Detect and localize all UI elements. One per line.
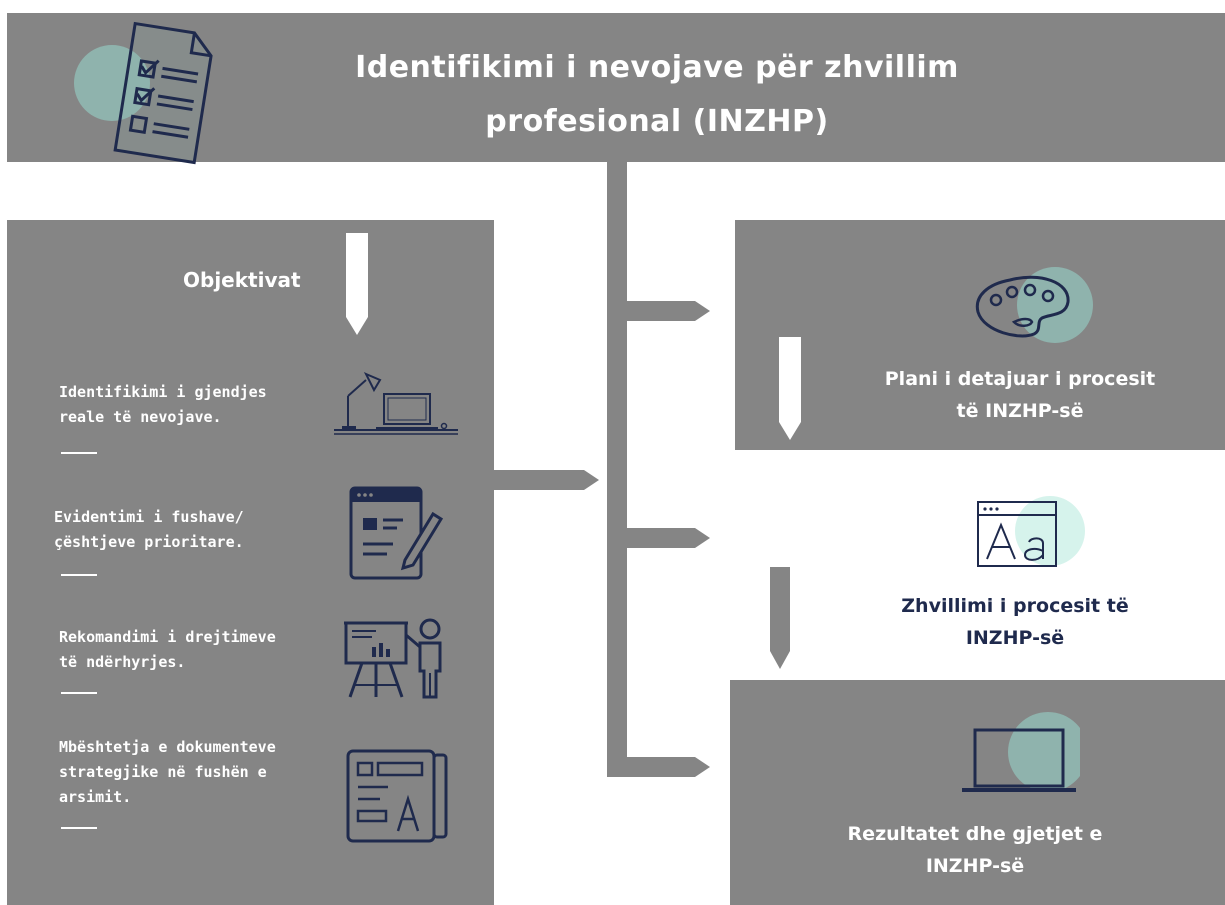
step-results-line-2: INZHP-së xyxy=(925,855,1025,877)
palette-icon xyxy=(975,267,1093,343)
objectives-heading: Objektivat xyxy=(183,268,301,292)
objective-divider xyxy=(61,452,97,454)
step-results-box: Rezultatet dhe gjetjet e INZHP-së xyxy=(730,680,1225,905)
down-arrow-icon xyxy=(770,567,790,669)
objective-item-4: Mbështetja e dokumenteve strategjike në … xyxy=(59,735,276,810)
step-development-line-1: Zhvillimi i procesit të xyxy=(901,595,1129,617)
step-plan-line-1: Plani i detajuar i procesit xyxy=(884,368,1156,390)
step-plan-line-2: të INZHP-së xyxy=(956,400,1084,422)
objective-3-line-1: Rekomandimi i drejtimeve xyxy=(59,628,276,646)
desk-lamp-laptop-icon xyxy=(334,372,458,435)
checklist-icon xyxy=(74,21,213,165)
laptop-icon xyxy=(962,712,1080,792)
step-development-line-2: INZHP-së xyxy=(965,627,1065,649)
objective-2-line-1: Evidentimi i fushave/ xyxy=(54,508,244,526)
objective-1-line-2: reale të nevojave. xyxy=(59,408,222,426)
objectives-panel: Objektivat Identifikimi i gjendjes reale… xyxy=(7,220,494,905)
down-arrow-icon xyxy=(779,337,801,440)
arrow-to-plan xyxy=(617,301,710,321)
font-window-icon xyxy=(977,496,1085,567)
objective-divider xyxy=(61,574,97,576)
objective-4-line-2: strategjike në fushën e xyxy=(59,763,267,781)
objective-2-line-2: çështjeve prioritare. xyxy=(54,533,244,551)
objective-3-line-2: të ndërhyrjes. xyxy=(59,653,186,671)
down-arrow-icon xyxy=(346,233,368,335)
title-line-1: Identifikimi i nevojave për zhvillim xyxy=(355,50,959,85)
presenter-easel-icon xyxy=(344,618,442,699)
step-development-label: Zhvillimi i procesit të INZHP-së xyxy=(830,590,1200,654)
arrow-from-objectives xyxy=(494,470,599,490)
objective-item-2: Evidentimi i fushave/ çështjeve priorita… xyxy=(54,505,244,555)
objective-divider xyxy=(61,827,97,829)
title-banner: Identifikimi i nevojave për zhvillim pro… xyxy=(7,13,1225,165)
central-connector-line xyxy=(607,162,627,777)
objective-4-line-1: Mbështetja e dokumenteve xyxy=(59,738,276,756)
arrow-to-development xyxy=(617,528,710,548)
step-results-label: Rezultatet dhe gjetjet e INZHP-së xyxy=(790,818,1160,882)
objective-4-line-3: arsimit. xyxy=(59,788,132,806)
objective-item-1: Identifikimi i gjendjes reale të nevojav… xyxy=(59,380,267,430)
page-title: Identifikimi i nevojave për zhvillim pro… xyxy=(307,41,1007,149)
objective-item-3: Rekomandimi i drejtimeve të ndërhyrjes. xyxy=(59,625,276,675)
title-line-2: profesional (INZHP) xyxy=(485,104,829,139)
arrow-to-results xyxy=(617,757,710,777)
objective-1-line-1: Identifikimi i gjendjes xyxy=(59,383,267,401)
step-results-line-1: Rezultatet dhe gjetjet e xyxy=(847,823,1103,845)
document-pen-icon xyxy=(349,486,444,580)
objective-divider xyxy=(61,692,97,694)
step-plan-label: Plani i detajuar i procesit të INZHP-së xyxy=(835,363,1205,427)
newspaper-icon xyxy=(346,749,448,843)
step-plan-box: Plani i detajuar i procesit të INZHP-së xyxy=(735,220,1225,450)
